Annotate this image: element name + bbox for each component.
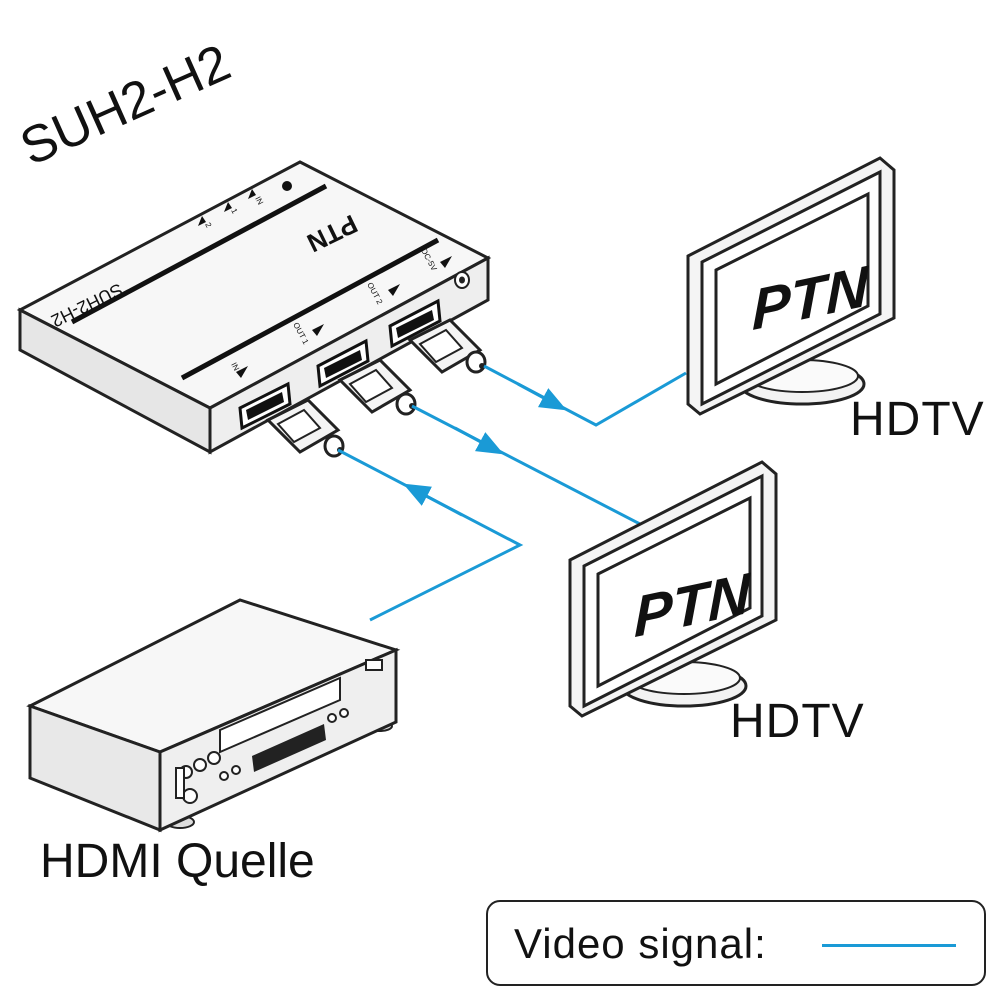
cable-source-to-in	[337, 448, 524, 622]
arrow-out2-icon	[517, 382, 567, 411]
cable-out1-to-hdtv2	[411, 404, 641, 526]
out1-port-arrow-icon	[312, 324, 324, 336]
dc-port-arrow-icon	[440, 256, 452, 268]
in-port-arrow-icon	[236, 366, 248, 378]
signal-cables	[337, 364, 687, 622]
hdmi-port-out1-icon	[316, 338, 370, 389]
legend-box: Video signal:	[486, 900, 986, 986]
source-label: HDMI Quelle	[40, 835, 315, 888]
hdmi-source-device	[26, 598, 401, 833]
out2-port-arrow-icon	[388, 284, 400, 296]
splitter-side-face	[18, 307, 212, 455]
arrow-out1-icon	[454, 426, 504, 455]
hdtv-2-label: HDTV	[730, 695, 865, 748]
hdmi-plug-out1-icon	[337, 358, 417, 416]
splitter-stripe-top	[70, 183, 328, 325]
hdmi-port-in-icon	[238, 381, 292, 431]
led-1-icon	[224, 202, 232, 212]
led-in-icon	[248, 189, 256, 199]
legend-label: Video signal:	[514, 920, 767, 967]
hdmi-plug-out2-icon	[407, 318, 487, 374]
hdtv-1: PTN	[686, 156, 896, 416]
hdtv-2: PTN	[568, 460, 778, 718]
splitter-device	[16, 160, 492, 455]
arrow-in-icon	[403, 483, 463, 517]
led-2-icon	[198, 216, 206, 226]
power-led-icon	[282, 181, 292, 191]
hdmi-port-out2-icon	[388, 298, 442, 349]
hdtv-1-label: HDTV	[850, 393, 985, 446]
cable-out2-to-hdtv1	[483, 364, 687, 427]
legend-signal-line-icon	[822, 944, 956, 947]
splitter-stripe-bottom	[180, 237, 440, 381]
